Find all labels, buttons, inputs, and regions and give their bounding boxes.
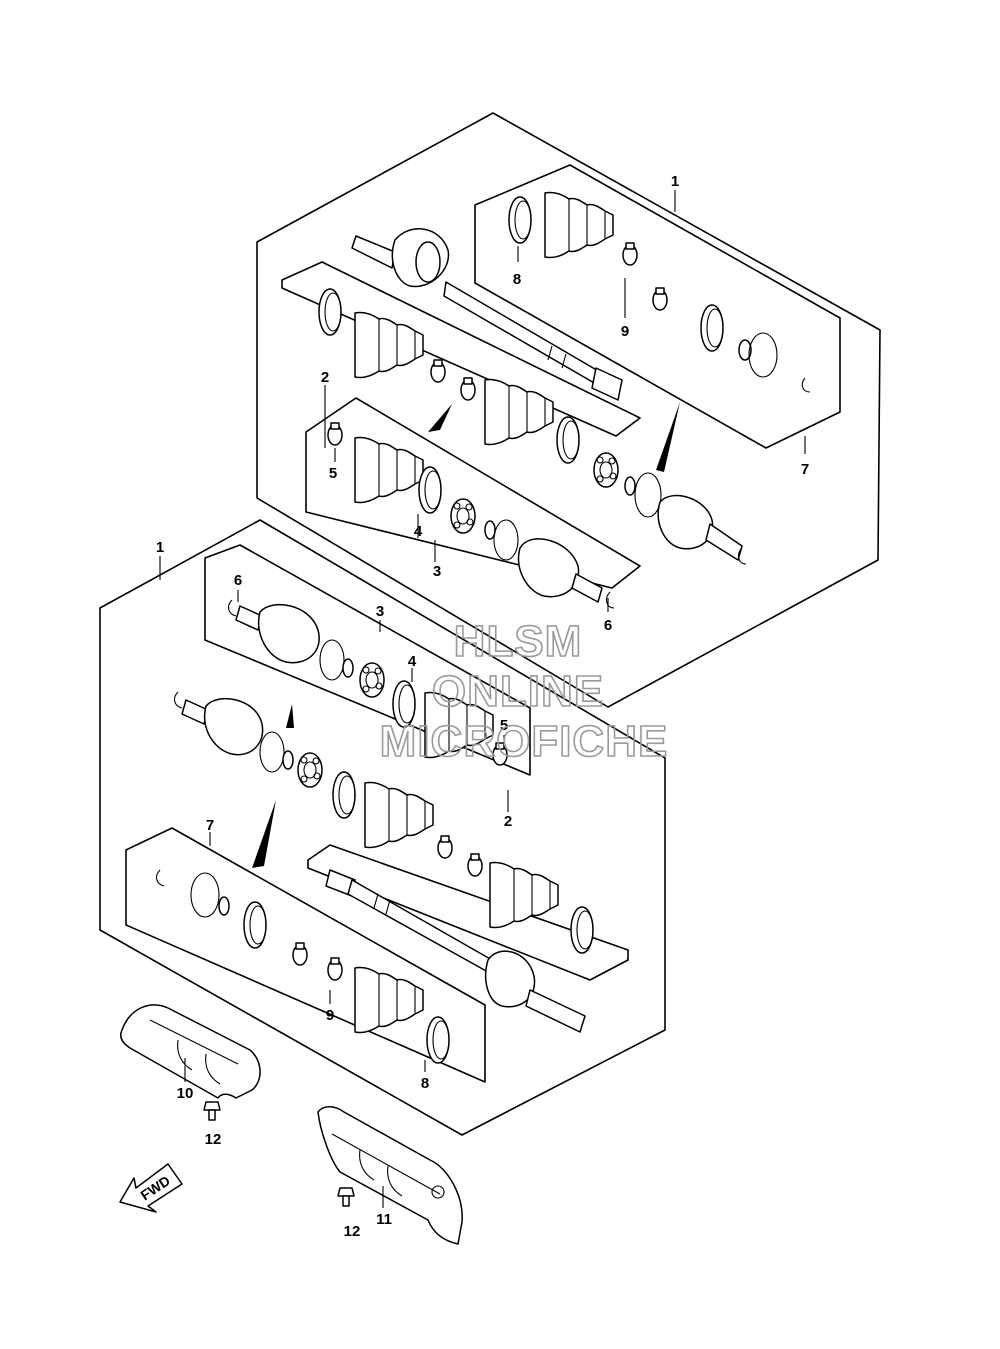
- lower-assembly: [99, 519, 666, 1136]
- callout-12-right: 12: [344, 1223, 361, 1240]
- callout-6-lower: 6: [234, 572, 242, 589]
- lower-mid-housing: [203, 698, 264, 756]
- callout-10: 10: [177, 1085, 194, 1102]
- lower-clamp-8: [426, 1016, 450, 1064]
- upper-outer-frame: [256, 112, 881, 708]
- upper-snap-ring: [801, 377, 811, 393]
- lower-snap-ring: [173, 691, 183, 709]
- lower-kit-2-frame: [307, 844, 629, 981]
- watermark-line2: ONLINE: [432, 667, 604, 716]
- lower-kit7-big-clamp: [243, 901, 267, 949]
- callout-7-lower: 7: [206, 817, 214, 834]
- upper-kit2-boot: [354, 311, 424, 379]
- callout-2-upper: 2: [321, 369, 329, 386]
- lower-mid-bearing: [297, 752, 323, 788]
- lower-mid-small-clamp: [437, 835, 453, 859]
- upper-big-clamp: [700, 304, 724, 352]
- callout-1-lower: 1: [156, 539, 164, 556]
- lower-kit7-small-clamp: [292, 942, 308, 966]
- lower-outer-frame: [99, 519, 666, 1136]
- callout-6-upper: 6: [604, 617, 612, 634]
- callout-8-lower: 8: [421, 1075, 429, 1092]
- callout-1-upper: 1: [671, 173, 679, 190]
- upper-mid-bearing: [593, 452, 619, 488]
- upper-clamp-8: [508, 196, 532, 244]
- skid-plate-10: [119, 1004, 261, 1099]
- upper-kit-7-frame: [474, 164, 841, 449]
- upper-mid-boot: [484, 378, 554, 446]
- watermark-line1: HLSM: [454, 617, 583, 666]
- upper-circlip: [748, 332, 778, 378]
- lower-clamp-9: [327, 957, 343, 981]
- fwd-arrow-icon: FWD: [119, 1163, 183, 1213]
- lower-mid-boot: [364, 781, 434, 849]
- lower-kit-3-frame: [204, 544, 531, 776]
- callout-3-upper: 3: [433, 563, 441, 580]
- callout-12-left: 12: [205, 1131, 222, 1148]
- callout-9-lower: 9: [326, 1007, 334, 1024]
- callout-8-upper: 8: [513, 271, 521, 288]
- callout-4-upper: 4: [414, 523, 423, 540]
- bolt-12-right: [337, 1187, 355, 1207]
- lower-snap-ring-6: [227, 599, 237, 617]
- upper-mid-clamp-large: [556, 416, 580, 464]
- upper-clamp-5: [327, 422, 343, 446]
- watermark-line3: MICROFICHE: [380, 717, 669, 766]
- upper-kit2-small-clamp: [430, 359, 446, 383]
- lower-inner-housing: [257, 604, 320, 664]
- upper-kit3-bearing: [450, 498, 476, 534]
- callout-9-upper: 9: [621, 323, 629, 340]
- upper-axle-shaft: [351, 228, 623, 401]
- upper-kit2-clamp: [318, 288, 342, 336]
- upper-assembly: [256, 112, 881, 708]
- lower-axle-shaft: [325, 869, 586, 1033]
- lower-kit2-boot: [489, 861, 559, 929]
- lower-kit7-circlip: [190, 872, 220, 918]
- lower-kit3-bearing: [359, 662, 385, 698]
- skid-plate-11: [317, 1106, 463, 1245]
- callout-5-lower: 5: [500, 717, 508, 734]
- upper-clamp-4: [418, 466, 442, 514]
- upper-kit3-ring: [484, 520, 496, 540]
- callout-2-lower: 2: [504, 813, 512, 830]
- watermark: HLSM ONLINE MICROFICHE: [379, 616, 669, 767]
- upper-outer-joint: [657, 494, 714, 550]
- upper-clamp-9: [622, 242, 638, 266]
- lower-kit7-snap-ring: [155, 869, 165, 887]
- upper-snap-ring-6: [605, 591, 615, 609]
- callout-11: 11: [376, 1211, 392, 1228]
- callout-7-upper: 7: [801, 461, 809, 478]
- upper-small-ring: [738, 339, 752, 361]
- upper-kit3-circlip: [493, 519, 519, 561]
- upper-kit-3-frame: [305, 397, 641, 589]
- lower-kit-7-frame: [125, 827, 486, 1083]
- upper-small-clamp: [652, 287, 668, 311]
- lower-boot-outer: [354, 966, 424, 1034]
- upper-mid-ring: [624, 476, 636, 496]
- lower-kit2-small-clamp: [467, 853, 483, 877]
- upper-kit-2-frame: [281, 261, 641, 437]
- upper-inner-housing: [517, 538, 580, 598]
- callout-4-lower: 4: [408, 653, 417, 670]
- lower-kit2-clamp: [570, 906, 594, 954]
- bolt-12-left: [203, 1101, 221, 1121]
- upper-kit3-boot: [354, 436, 424, 504]
- callout-3-lower: 3: [376, 603, 384, 620]
- callout-5-upper: 5: [329, 465, 337, 482]
- upper-boot-outer: [544, 191, 614, 259]
- lower-mid-clamp-large: [332, 771, 356, 819]
- upper-mid-circlip: [634, 472, 662, 518]
- upper-mid-clamp: [460, 377, 476, 401]
